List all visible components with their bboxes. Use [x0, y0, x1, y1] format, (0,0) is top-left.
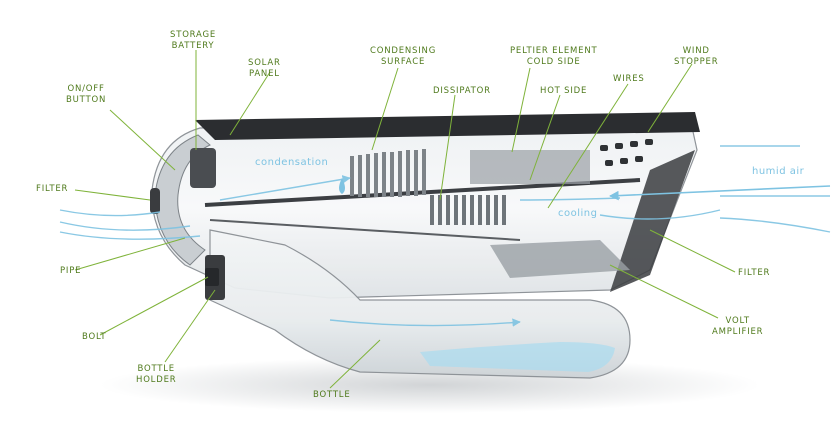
label-bolt: BOLT: [82, 332, 107, 342]
label-onoff-button: ON/OFF BUTTON: [66, 84, 107, 105]
label-wires: WIRES: [613, 74, 645, 84]
filter-right-shape: [610, 150, 695, 292]
label-solar-panel: SOLAR PANEL: [248, 58, 281, 79]
condensation-drop: [339, 178, 345, 194]
label-filter-left: FILTER: [36, 184, 69, 194]
bottle-water: [420, 342, 615, 372]
label-condensing-surface: CONDENSING SURFACE: [370, 46, 437, 67]
air-flow-lines: [59, 145, 831, 327]
front-cap: [154, 134, 211, 266]
label-filter-right: FILTER: [738, 268, 771, 278]
condensing-surface-fins: [350, 149, 426, 197]
solar-panel-shape: [195, 112, 700, 140]
label-wind-stopper: WIND STOPPER: [674, 46, 719, 67]
filter-left-shape: [150, 188, 160, 214]
flow-label-cooling: cooling: [558, 208, 598, 219]
label-volt-amplifier: VOLT AMPLIFIER: [712, 316, 764, 337]
dissipator-fins: [430, 195, 506, 225]
label-bottle: BOTTLE: [313, 390, 351, 400]
bolt-shape: [205, 268, 219, 286]
peltier-element-shape: [470, 150, 590, 184]
label-pipe: PIPE: [60, 266, 82, 276]
wind-stopper-slots: [600, 139, 653, 166]
label-dissipator: DISSIPATOR: [433, 86, 491, 96]
label-storage-battery: STORAGE BATTERY: [170, 30, 217, 51]
flow-label-condensation: condensation: [255, 157, 329, 168]
flow-label-humid-air: humid air: [752, 166, 805, 177]
humid-air-arrow: [609, 185, 831, 201]
label-hot-side: HOT SIDE: [540, 86, 588, 96]
label-peltier-element-cold-side: PELTIER ELEMENT COLD SIDE: [510, 46, 598, 67]
internal-rail-2: [209, 219, 521, 241]
label-bottle-holder: BOTTLE HOLDER: [136, 364, 177, 385]
leader-lines: [74, 50, 736, 389]
volt-amplifier-shape: [490, 240, 630, 278]
storage-battery-shape: [190, 148, 216, 188]
bottle-shape: [209, 229, 631, 379]
